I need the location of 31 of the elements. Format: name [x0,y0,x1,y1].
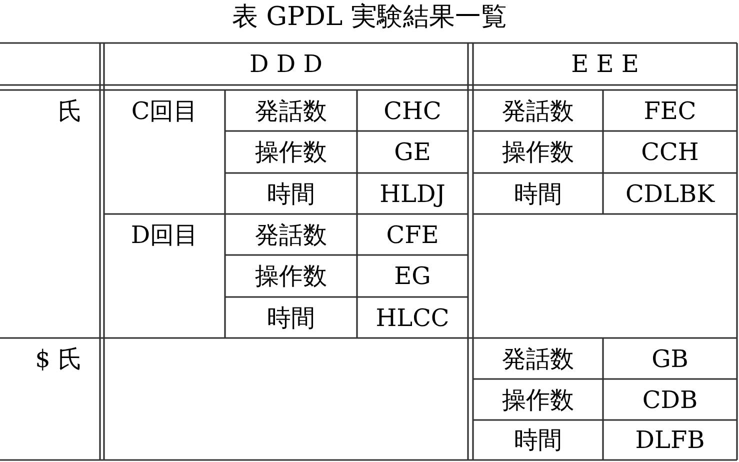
measure-label: 操作数 [255,140,327,164]
trial-label: D回目 [130,222,198,246]
measure-label: 時間 [514,182,562,206]
value-text: HLCC [376,306,450,330]
value-text: EG [394,264,431,288]
measure-label: 時間 [267,306,315,330]
value-text: CFE [386,222,439,246]
row-label: 氏 [58,98,82,122]
measure-label: 操作数 [502,140,574,164]
value-text: GB [652,346,688,370]
value-text: FEC [644,98,696,122]
measure-label: 発話数 [255,222,327,246]
value-text: CCH [641,140,699,164]
measure-label: 発話数 [502,346,574,370]
value-text: CDB [642,388,698,412]
value-text: CHC [384,98,442,122]
trial-label: C回目 [131,98,198,122]
value-text: DLFB [635,428,705,452]
table-title: 表 GPDL 実験結果一覧 [232,2,507,32]
value-text: CDLBK [625,182,715,206]
column-header: E E E [571,52,639,76]
measure-label: 操作数 [502,388,574,412]
measure-label: 発話数 [502,98,574,122]
measure-label: 時間 [267,182,315,206]
column-header: D D D [250,52,322,76]
measure-label: 操作数 [255,264,327,288]
measure-label: 発話数 [255,98,327,122]
row-label: $ 氏 [35,346,82,370]
value-text: GE [394,140,431,164]
value-text: HLDJ [380,182,446,206]
measure-label: 時間 [514,428,562,452]
